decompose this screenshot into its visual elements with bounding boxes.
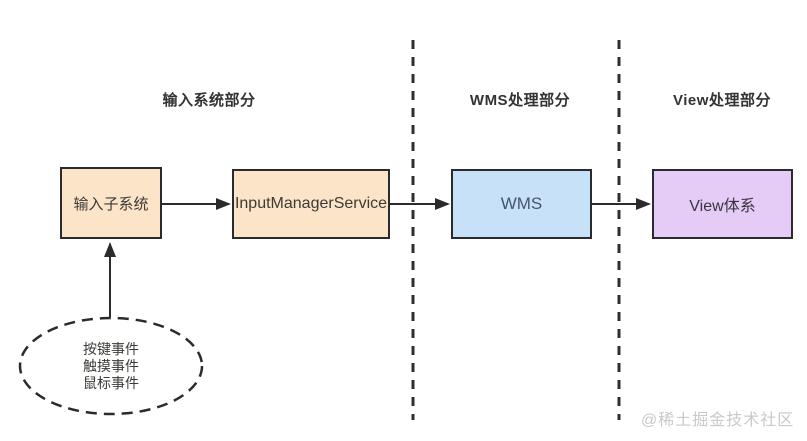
event-source-text: 按键事件 触摸事件 鼠标事件 [51,341,171,392]
section-header-input: 输入系统部分 [162,92,256,109]
node-input-subsystem: 输入子系统 [60,167,162,239]
node-wms-label: WMS [500,194,543,213]
node-input-manager-service: InputManagerService [232,169,390,239]
event-source-line-touch: 触摸事件 [83,358,139,374]
section-header-view: View处理部分 [673,92,771,109]
node-input-subsystem-label: 输入子系统 [73,195,149,213]
event-source-line-key: 按键事件 [83,341,139,357]
node-wms: WMS [451,169,592,239]
node-view-system: View体系 [652,169,793,239]
watermark: @稀土掘金技术社区 [641,412,795,429]
section-header-wms: WMS处理部分 [469,92,571,109]
node-view-system-label: View体系 [689,198,756,215]
event-source-line-mouse: 鼠标事件 [83,375,139,391]
node-input-manager-service-label: InputManagerService [234,195,388,212]
